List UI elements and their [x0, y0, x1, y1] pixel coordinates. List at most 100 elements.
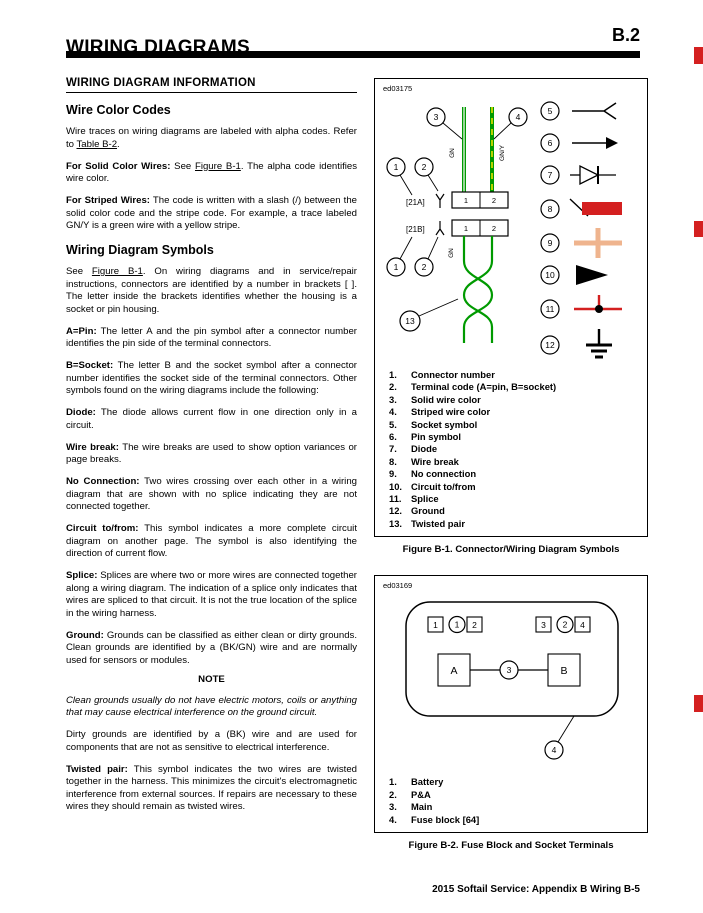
para-ground: Ground: Grounds can be classified as eit…: [66, 629, 357, 666]
figure-b2-caption: Figure B-2. Fuse Block and Socket Termin…: [408, 839, 614, 851]
callout-3: 3: [499, 660, 519, 680]
diode-symbol-icon: [570, 164, 616, 186]
wire-color-label-lower: GN: [448, 248, 455, 258]
svg-text:4: 4: [580, 620, 585, 630]
para-twisted-pair: Twisted pair: This symbol indicates the …: [66, 763, 358, 813]
figure-b1-caption: Figure B-1. Connector/Wiring Diagram Sym…: [402, 544, 620, 556]
svg-text:6: 6: [548, 138, 553, 148]
legend-item: 11.Splice: [389, 493, 439, 505]
legend-item: 8.Wire break: [389, 455, 459, 467]
svg-text:2: 2: [492, 196, 496, 205]
legend-item: 12.Ground: [389, 505, 445, 517]
terminal-3: 3: [535, 616, 552, 633]
svg-text:3: 3: [541, 620, 546, 630]
wire-color-label-striped: GN/Y: [499, 144, 506, 161]
socket-glyph: [435, 193, 445, 208]
callout-12: 12: [540, 335, 560, 355]
heading-wiring-diagram-symbols: Wiring Diagram Symbols: [66, 242, 214, 257]
figure-b1-diagram: GN GN/Y 3 4 [21A] 1 2 [: [386, 101, 622, 359]
svg-text:1: 1: [394, 162, 399, 172]
terminal-2: 2: [466, 616, 483, 633]
ground-symbol-icon: [586, 329, 612, 359]
section-number: B.2: [611, 25, 640, 45]
svg-text:4: 4: [516, 112, 521, 122]
svg-text:2: 2: [492, 224, 496, 233]
para-no-connection: No Connection: Two wires crossing over e…: [66, 476, 357, 513]
callout-5: 5: [540, 101, 560, 121]
svg-text:8: 8: [548, 204, 553, 214]
para-wire-break: Wire break: The wire breaks are used to …: [66, 441, 357, 466]
no-connection-symbol-icon: [574, 228, 622, 258]
section-heading: WIRING DIAGRAM INFORMATION: [66, 77, 357, 93]
para-a-pin: A=Pin: The letter A and the pin symbol a…: [66, 325, 357, 350]
svg-text:B: B: [560, 665, 567, 677]
svg-text:13: 13: [405, 316, 415, 326]
pin-box-a: 1 2: [451, 191, 509, 209]
pin-box-b: 1 2: [451, 219, 509, 237]
connector-b-label: [21B]: [406, 225, 425, 234]
svg-text:1: 1: [464, 196, 468, 205]
wire-break-symbol-icon: [569, 198, 622, 217]
para-solid-color-wires: For Solid Color Wires: See Figure B-1. T…: [66, 160, 357, 185]
svg-text:3: 3: [434, 112, 439, 122]
callout-4: 4: [493, 107, 528, 140]
legend-item: 4.Fuse block [64]: [389, 813, 480, 825]
callout-9: 9: [540, 233, 560, 253]
note-paragraph: Clean grounds usually do not have electr…: [66, 694, 357, 719]
connector-a-label: [21A]: [406, 198, 425, 207]
callout-10: 10: [540, 265, 560, 285]
svg-text:7: 7: [548, 170, 553, 180]
wire-color-label-solid: GN: [449, 148, 456, 158]
legend-item: 5.Socket symbol: [389, 418, 478, 430]
pin-symbol-icon: [572, 137, 618, 149]
legend-item: 1.Connector number: [389, 369, 495, 380]
cross-reference-link[interactable]: Figure B-1: [194, 160, 241, 172]
svg-text:1: 1: [464, 224, 468, 233]
svg-text:4: 4: [552, 745, 557, 755]
legend-item: 4.Striped wire color: [389, 406, 491, 418]
legend-item: 2.P&A: [389, 788, 431, 800]
legend-item: 2.Terminal code (A=pin, B=socket): [389, 381, 557, 393]
callout-8: 8: [540, 199, 560, 219]
svg-text:2: 2: [422, 262, 427, 272]
connector-b-box: B: [547, 653, 581, 687]
svg-text:1: 1: [433, 620, 438, 630]
legend-item: 3.Solid wire color: [389, 393, 481, 405]
svg-text:10: 10: [545, 270, 555, 280]
revision-change-bar: [694, 221, 703, 237]
revision-change-bar: [694, 47, 703, 64]
para-splice: Splice: Splices are where two or more wi…: [66, 570, 357, 619]
para-connectors: See Figure B-1. On wiring diagrams and i…: [66, 266, 357, 315]
para-b-socket: B=Socket: The letter B and the socket sy…: [66, 360, 357, 397]
callout-1-upper: 1: [386, 157, 413, 196]
cross-reference-link[interactable]: Table B-2: [76, 138, 118, 150]
terminal-1: 1: [427, 616, 444, 633]
callout-11: 11: [540, 299, 560, 319]
fuse-block-outline: [405, 601, 619, 718]
figure-b2-code: ed03169: [383, 581, 413, 591]
header-rule: [66, 51, 640, 58]
callout-6: 6: [540, 133, 560, 153]
pin-glyph: [435, 221, 445, 236]
text-column: WIRING DIAGRAM INFORMATION Wire Color Co…: [66, 67, 357, 821]
callout-1: 1: [448, 616, 466, 634]
legend-item: 1.Battery: [389, 776, 444, 788]
svg-text:2: 2: [472, 620, 477, 630]
cross-reference-link[interactable]: Figure B-1: [91, 266, 143, 278]
callout-1-lower: 1: [386, 236, 413, 277]
svg-text:1: 1: [455, 620, 460, 630]
legend-item: 3.Main: [389, 801, 433, 813]
callout-4: 4: [544, 716, 575, 760]
para-striped-wires: For Striped Wires: The code is written w…: [66, 195, 357, 232]
svg-text:A: A: [450, 665, 457, 677]
figure-b1-code: ed03175: [383, 84, 413, 93]
legend-item: 6.Pin symbol: [389, 431, 462, 443]
figure-b1: ed03175 GN GN/Y 3 4: [374, 78, 648, 538]
callout-2-lower: 2: [414, 236, 439, 277]
twisted-pair-wires: [462, 236, 494, 343]
callout-13: 13: [399, 298, 459, 332]
socket-symbol-icon: [572, 102, 617, 120]
